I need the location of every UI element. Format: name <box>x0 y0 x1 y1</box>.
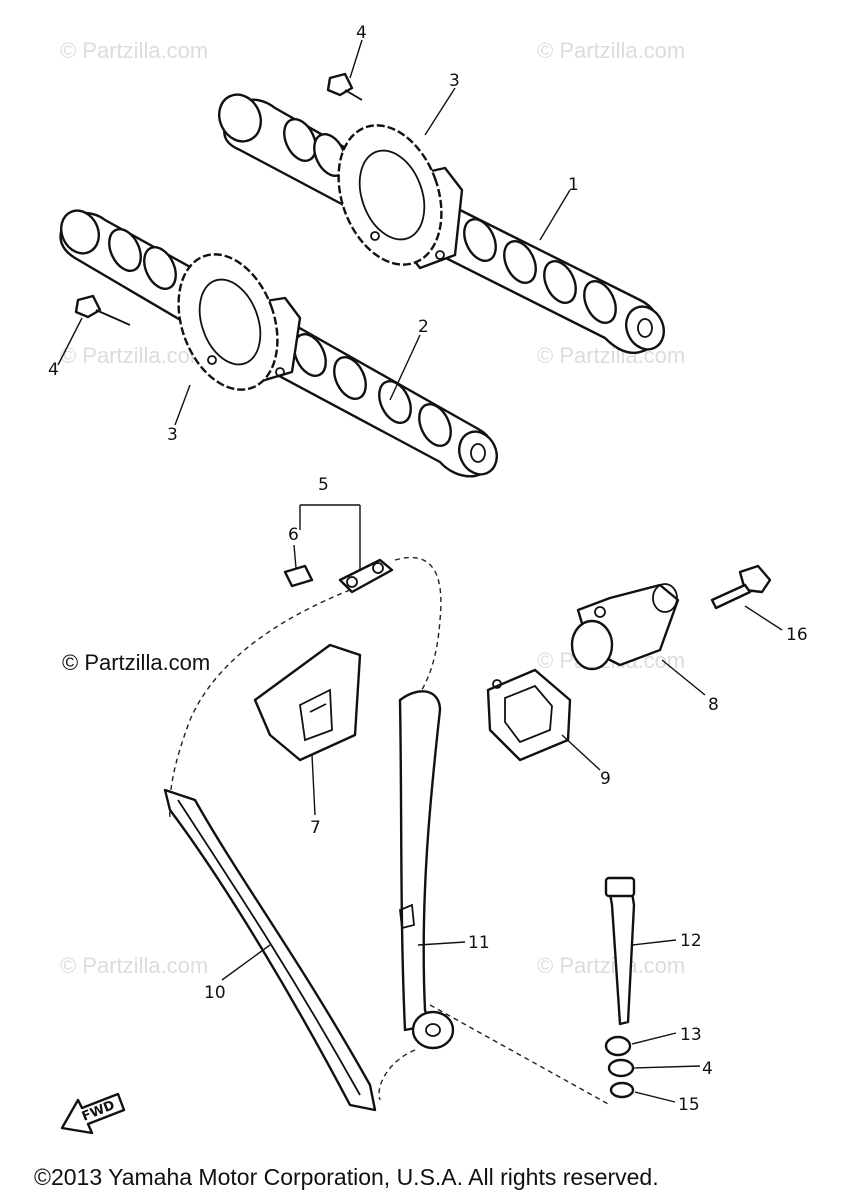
watermark: © Partzilla.com <box>537 343 685 368</box>
callout-13: 13 <box>680 1025 702 1045</box>
leader-3b <box>174 384 191 426</box>
callout-16: 16 <box>786 625 808 645</box>
watermark: © Partzilla.com <box>537 953 685 978</box>
leader-8 <box>661 659 706 696</box>
leader-10 <box>221 944 271 981</box>
callout-7: 7 <box>310 818 321 838</box>
leader-5 <box>299 504 361 570</box>
callout-6: 6 <box>288 525 299 545</box>
chain-guide-right <box>398 690 455 1050</box>
watermark: © Partzilla.com <box>537 38 685 63</box>
leader-11 <box>417 941 466 946</box>
leader-4b <box>57 317 83 366</box>
nut <box>604 1035 632 1057</box>
leader-7 <box>311 754 316 816</box>
partzilla-watermark: © Partzilla.com <box>62 650 210 675</box>
leader-4c <box>633 1065 701 1069</box>
leader-6 <box>293 544 297 569</box>
leader-15 <box>634 1091 676 1103</box>
watermark: © Partzilla.com <box>60 953 208 978</box>
callout-3: 3 <box>449 71 460 91</box>
callout-10: 10 <box>204 983 226 1003</box>
fwd-arrow: FWD <box>60 1092 126 1135</box>
callout-4: 4 <box>48 360 59 380</box>
leader-12 <box>631 939 677 946</box>
callout-2: 2 <box>418 317 429 337</box>
tensioner-gasket <box>486 668 572 762</box>
leader-3a <box>424 87 456 136</box>
tensioner-bolt <box>710 564 772 610</box>
leader-13 <box>631 1032 677 1045</box>
callout-4: 4 <box>356 23 367 43</box>
callout-5: 5 <box>318 475 329 495</box>
copyright-footer: ©2013 Yamaha Motor Corporation, U.S.A. A… <box>34 1164 659 1190</box>
cam-sprocket-lower <box>177 253 279 391</box>
leader-1 <box>539 189 571 241</box>
washer <box>607 1058 635 1078</box>
callout-15: 15 <box>678 1095 700 1115</box>
callout-3: 3 <box>167 425 178 445</box>
leader-9 <box>561 734 601 771</box>
leader-16 <box>744 605 783 631</box>
washer-small <box>609 1081 635 1099</box>
cam-sprocket-upper <box>337 124 443 266</box>
chain-guide-left <box>163 788 377 1112</box>
leader-2 <box>389 334 421 401</box>
guide-pin <box>604 876 636 1026</box>
chain-joint <box>283 558 394 594</box>
bolt-lower <box>74 294 131 326</box>
leader-4a <box>349 39 363 79</box>
bolt-upper <box>326 72 363 101</box>
callout-8: 8 <box>708 695 719 715</box>
watermark: © Partzilla.com <box>60 38 208 63</box>
chain-path <box>429 1004 611 1106</box>
callout-9: 9 <box>600 769 611 789</box>
callout-1: 1 <box>568 175 579 195</box>
watermark: © Partzilla.com <box>60 343 208 368</box>
callout-12: 12 <box>680 931 702 951</box>
chain-guide-top <box>253 643 362 762</box>
chain-tensioner <box>570 583 680 671</box>
callout-4: 4 <box>702 1059 713 1079</box>
callout-11: 11 <box>468 933 490 953</box>
